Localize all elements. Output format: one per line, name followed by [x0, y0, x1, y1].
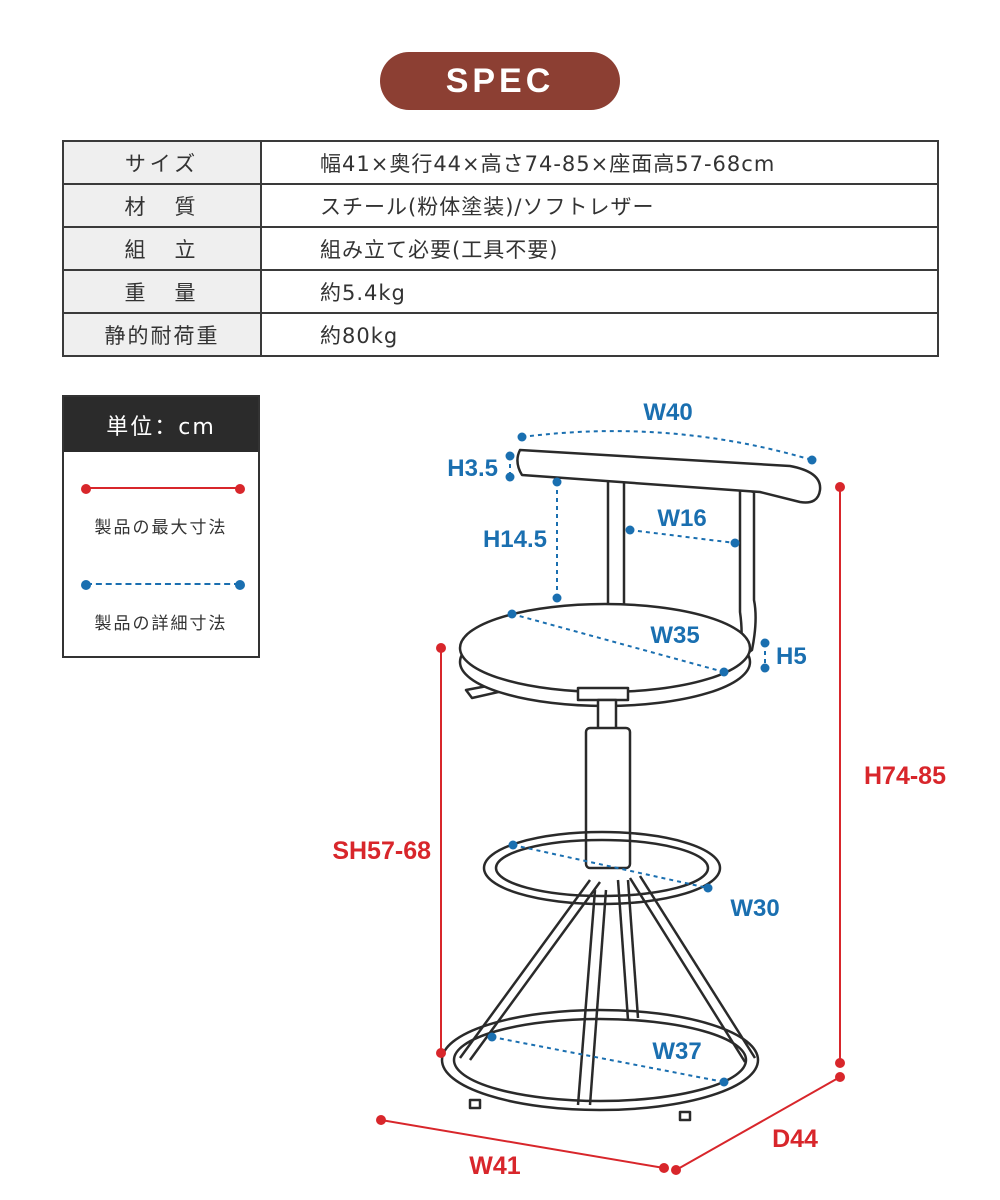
dim-h5: H5 — [776, 643, 807, 670]
dim-d44: D44 — [772, 1125, 818, 1153]
row-value: 幅41×奥行44×高さ74-85×座面高57-68cm — [260, 140, 939, 185]
dim-w40: W40 — [643, 399, 692, 426]
row-value: 約5.4kg — [260, 269, 939, 314]
max-dimensions — [380, 487, 841, 1171]
table-row: 組 立組み立て必要(工具不要) — [62, 226, 939, 271]
dim-w37: W37 — [652, 1038, 701, 1065]
detail-dimension-label: 製品の詳細寸法 — [94, 614, 228, 634]
detail-dimension-dots — [487, 432, 817, 1087]
row-label: 材 質 — [62, 183, 262, 228]
dim-h: H74-85 — [864, 762, 946, 790]
row-label: 重 量 — [62, 269, 262, 314]
table-row: 静的耐荷重約80kg — [62, 312, 939, 357]
row-label: 組 立 — [62, 226, 262, 271]
table-row: サイズ幅41×奥行44×高さ74-85×座面高57-68cm — [62, 140, 939, 185]
dim-h3-5: H3.5 — [447, 455, 498, 482]
table-row: 重 量約5.4kg — [62, 269, 939, 314]
row-value: 約80kg — [260, 312, 939, 357]
max-dimension-dots — [376, 482, 845, 1175]
max-dimension-label: 製品の最大寸法 — [94, 518, 228, 538]
spec-title-badge: SPEC — [380, 52, 620, 110]
row-value: スチール(粉体塗装)/ソフトレザー — [260, 183, 939, 228]
dim-h14-5: H14.5 — [483, 526, 547, 553]
unit-label: 単位：cm — [64, 397, 258, 452]
chair-drawing — [440, 448, 822, 1122]
dim-w30: W30 — [730, 895, 779, 922]
dim-w41: W41 — [469, 1152, 521, 1180]
row-label: サイズ — [62, 140, 262, 185]
dim-w35: W35 — [650, 622, 699, 649]
legend-box: 単位：cm 製品の最大寸法 製品の詳細寸法 — [62, 395, 260, 658]
dim-sh: SH57-68 — [332, 837, 431, 865]
row-label: 静的耐荷重 — [62, 312, 262, 357]
table-row: 材 質スチール(粉体塗装)/ソフトレザー — [62, 183, 939, 228]
spec-table: サイズ幅41×奥行44×高さ74-85×座面高57-68cm 材 質スチール(粉… — [62, 140, 939, 357]
detail-dimension-line — [81, 580, 245, 590]
dim-w16: W16 — [657, 505, 706, 532]
row-value: 組み立て必要(工具不要) — [260, 226, 939, 271]
max-dimension-line — [81, 484, 245, 494]
